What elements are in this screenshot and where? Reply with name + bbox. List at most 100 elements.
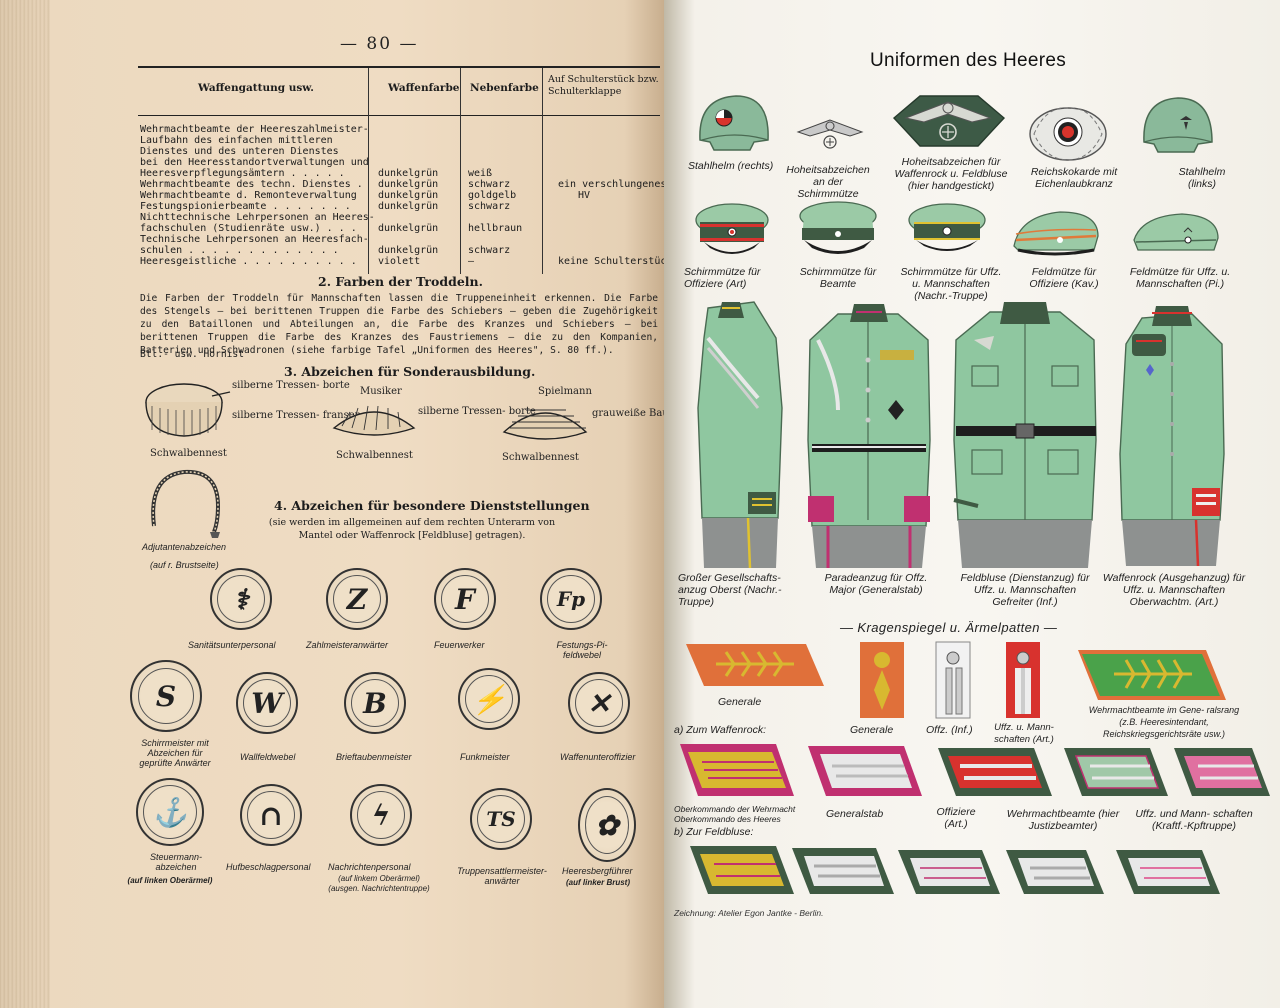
patch-caption: Generale [718, 696, 762, 708]
badge-glyph: Z [333, 575, 381, 623]
illustration-caption: Reichskokarde mit Eichenlaubkranz [1030, 166, 1118, 190]
table-cell: Wehrmachtbeamte der Heereszahlmeister- [140, 124, 369, 135]
schirmmuetze-offiziere-illustration [695, 203, 769, 254]
illustration-caption: Feldmütze für Offiziere (Kav.) [1029, 266, 1099, 290]
section-heading: 4. Abzeichen für besondere Dienststellun… [274, 498, 590, 513]
table-header-cell: Auf Schulterstück bzw. Schulterklappe [548, 74, 659, 97]
page-number: — 80 — [340, 34, 419, 54]
aermelpatte-uffz-art [1006, 642, 1040, 718]
badge-festungs-pi: Fp [540, 568, 602, 630]
table-column-divider [368, 68, 369, 274]
illustration-caption: Paradeanzug für Offz. Major (Generalstab… [824, 572, 928, 596]
badge-glyph: ⚡ [465, 675, 513, 723]
patch-caption: Uffz. und Mann- schaften (Kraftf.-Kpftru… [1135, 808, 1253, 832]
patch-caption: Offz. (Inf.) [926, 724, 973, 736]
table-row: Dienstes und des unteren Dienstes [138, 146, 660, 157]
illustration-caption: Feldbluse (Dienstanzug) für Uffz. u. Man… [960, 572, 1090, 608]
badge-caption: Wallfeldwebel [240, 752, 296, 762]
badge-caption: Heeresbergführer [562, 866, 633, 876]
table-row: bei den Heeresstandortverwaltungen und [138, 157, 660, 168]
illustration-caption: Feldmütze für Uffz. u. Mannschaften (Pi.… [1129, 266, 1231, 290]
badge-caption: Hufbeschlagpersonal [226, 862, 311, 872]
badge-zahlmeister: Z [326, 568, 388, 630]
table-cell: ein verschlungenes [558, 179, 667, 190]
table-cell: Festungspionierbeamte . . . . . . . [140, 201, 351, 212]
adjutant-cord-drawing [151, 469, 221, 538]
drawing-caption: Adjutantenabzeichen [142, 542, 227, 552]
table-row: Wehrmachtbeamte des techn. Dienstes .dun… [138, 179, 666, 190]
plate-title: Uniformen des Heeres [870, 50, 1067, 71]
badge-glyph: ✿ [585, 796, 629, 854]
section-paragraph: Die Farben der Troddeln für Mannschaften… [140, 293, 658, 356]
table-row: fachschulen (Studienräte usw.) . . .dunk… [138, 223, 660, 234]
badge-glyph: ⚕ [217, 575, 265, 623]
schwalbennest-drawing [145, 383, 231, 437]
drawing-caption: Schwalbennest [336, 450, 413, 461]
table-cell: dunkelgrün [378, 245, 439, 256]
table-header-cell: Waffenfarbe [388, 82, 460, 94]
badge-sanitaet: ⚕ [210, 568, 272, 630]
patch-caption: Wehrmachtbeamte im Gene- ralsrang (z.B. … [1088, 705, 1240, 739]
table-cell: Wehrmachtbeamte des techn. Dienstes . [140, 179, 363, 190]
patch-caption: Oberkommando der Wehrmacht Oberkommando … [674, 804, 796, 824]
table-cell: Heeresgeistliche . . . . . . . . . . [140, 256, 357, 267]
table-cell: goldgelb [468, 190, 517, 201]
badge-caption: Schirrmeister mit Abzeichen für geprüfte… [139, 738, 211, 768]
badge-heeresbergfuehrer: ✿ [578, 788, 636, 862]
illustration-caption: Schirmmütze für Offiziere (Art) [684, 266, 761, 290]
table-cell: bei den Heeresstandortverwaltungen und [140, 157, 369, 168]
schirmmuetze-beamte-illustration [799, 201, 877, 254]
section-title: — Kragenspiegel u. Ärmelpatten — [840, 620, 1058, 635]
table-cell: Heeresverpflegungsämtern . . . . . [140, 168, 345, 179]
annotation-label: silberne Tressen- borte [232, 380, 350, 391]
badge-feuerwerker: F [434, 568, 496, 630]
section-heading: 3. Abzeichen für Sonderausbildung. [284, 364, 536, 379]
schirmmuetze-nachr-illustration [908, 203, 986, 251]
waffenrock-illustration [1119, 306, 1225, 567]
uniform-colors-table: Waffengattung usw. Waffenfarbe Nebenfarb… [138, 66, 678, 274]
annotation-label: silberne Tressen- fransen [232, 410, 362, 421]
badge-glyph: TS [477, 795, 525, 843]
badge-caption: Feuerwerker [434, 640, 485, 650]
table-cell: dunkelgrün [378, 223, 439, 234]
patch-group-label: b) Zur Feldbluse: [674, 826, 754, 838]
table-cell: — [468, 256, 475, 267]
badge-glyph: ✕ [575, 679, 623, 727]
aermelpatte-offz-inf [935, 641, 971, 719]
badge-caption: Truppensattlermeister- anwärter [457, 866, 547, 886]
kragenspiegel-offiziere-art [938, 748, 1052, 796]
table-row: Festungspionierbeamte . . . . . . .dunke… [138, 201, 660, 212]
hoheitsabzeichen-mutze-illustration [796, 119, 864, 149]
badge-glyph: ⚓ [143, 785, 197, 839]
badge-glyph: Fp [547, 575, 595, 623]
table-cell: Laufbahn des einfachen mittleren [140, 135, 333, 146]
illustration-caption: Hoheitsabzeichen an der Schirmmütze [786, 164, 870, 200]
kragenspiegel-generalstab [808, 746, 922, 796]
badge-truppensattler: TS [470, 788, 532, 850]
badge-brieftauben: B [344, 672, 406, 734]
table-column-divider [460, 68, 461, 274]
illustration-caption: Waffenrock (Ausgehanzug) für Uffz. u. Ma… [1102, 572, 1246, 608]
table-cell: weiß [468, 168, 493, 179]
table-cell: schwarz [468, 179, 511, 190]
patch-caption: Uffz. u. Mann- schaften (Art.) [994, 722, 1054, 745]
feldmuetze-pionier-illustration [1133, 213, 1219, 251]
badge-hufbeschlag: ∩ [240, 784, 302, 846]
badge-glyph: W [243, 679, 291, 727]
table-header: Waffengattung usw. Waffenfarbe Nebenfarb… [138, 68, 660, 116]
feldmuetze-offiziere-illustration [1013, 211, 1099, 256]
kragenspiegel-wehrmachtbeamte-generalsrang [1078, 650, 1226, 700]
badge-caption: Zahlmeisteranwärter [306, 640, 389, 650]
kragenspiegel-generale-large [686, 644, 824, 686]
annotation-label: silberne Tressen- borte [418, 406, 536, 417]
patch-caption: Generalstab [826, 808, 884, 820]
badge-glyph: B [351, 679, 399, 727]
feldbluse-patch-okw [690, 846, 794, 894]
feldbluse-patch-uffz [1116, 850, 1220, 894]
drawing-label: Musiker [360, 386, 402, 397]
badge-note: (auf linkem Oberärmel) (ausgen. Nachrich… [328, 874, 430, 893]
badge-steuermann: ⚓ [136, 778, 204, 846]
badge-caption: Sanitätsunterpersonal [188, 640, 276, 650]
left-page: — 80 — Waffengattung usw. Waffenfarbe Ne… [0, 0, 664, 1008]
table-cell: HV [578, 190, 591, 201]
